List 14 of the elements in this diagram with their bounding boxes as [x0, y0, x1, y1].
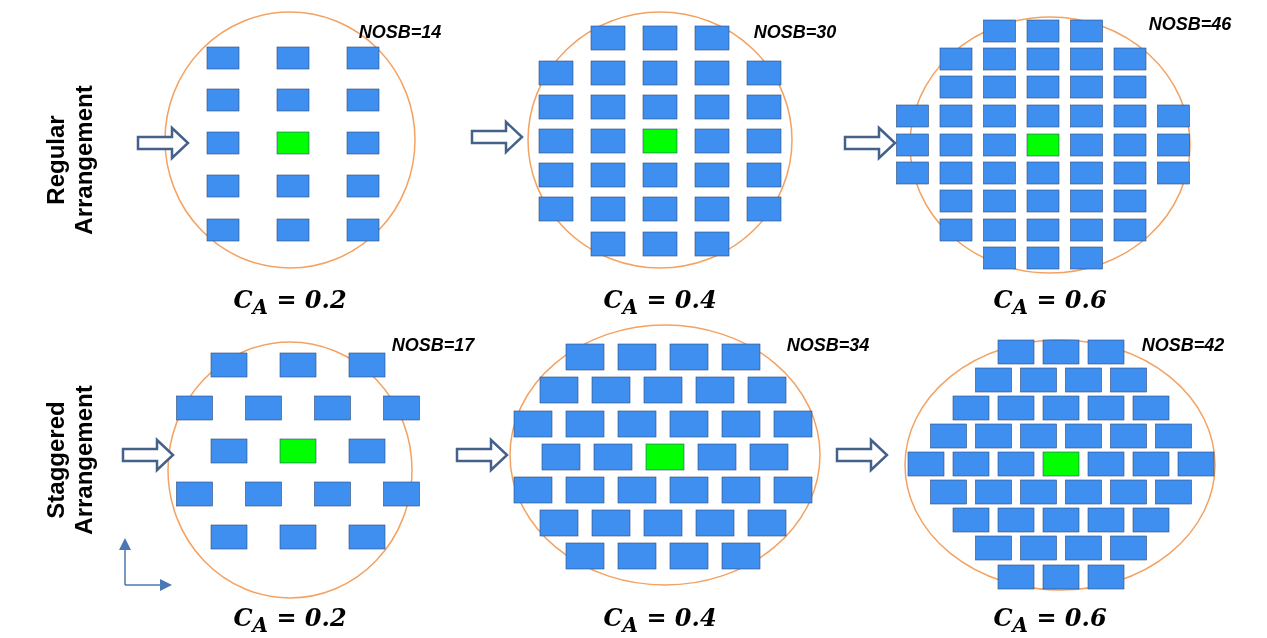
block-count-label: NOSB=46 — [1148, 13, 1232, 35]
side-title: Staggered Arrangement — [42, 384, 98, 537]
coefficient-label: C$_{A}$ = 0.6 — [993, 285, 1107, 319]
block-count-label: NOSB=34 — [786, 334, 870, 356]
side-title: Regular Arrangement — [42, 84, 98, 237]
block-count-label: NOSB=30 — [753, 21, 837, 43]
coefficient-label: C$_{A}$ = 0.4 — [603, 285, 717, 319]
coefficient-label: C$_{A}$ = 0.4 — [603, 603, 717, 637]
coefficient-label: C$_{A}$ = 0.2 — [233, 285, 347, 319]
coefficient-label: C$_{A}$ = 0.2 — [233, 603, 347, 637]
coefficient-label: C$_{A}$ = 0.6 — [993, 603, 1107, 637]
block-count-label: NOSB=42 — [1141, 334, 1225, 356]
block-count-label: NOSB=14 — [358, 21, 442, 43]
block-count-label: NOSB=17 — [391, 334, 475, 356]
